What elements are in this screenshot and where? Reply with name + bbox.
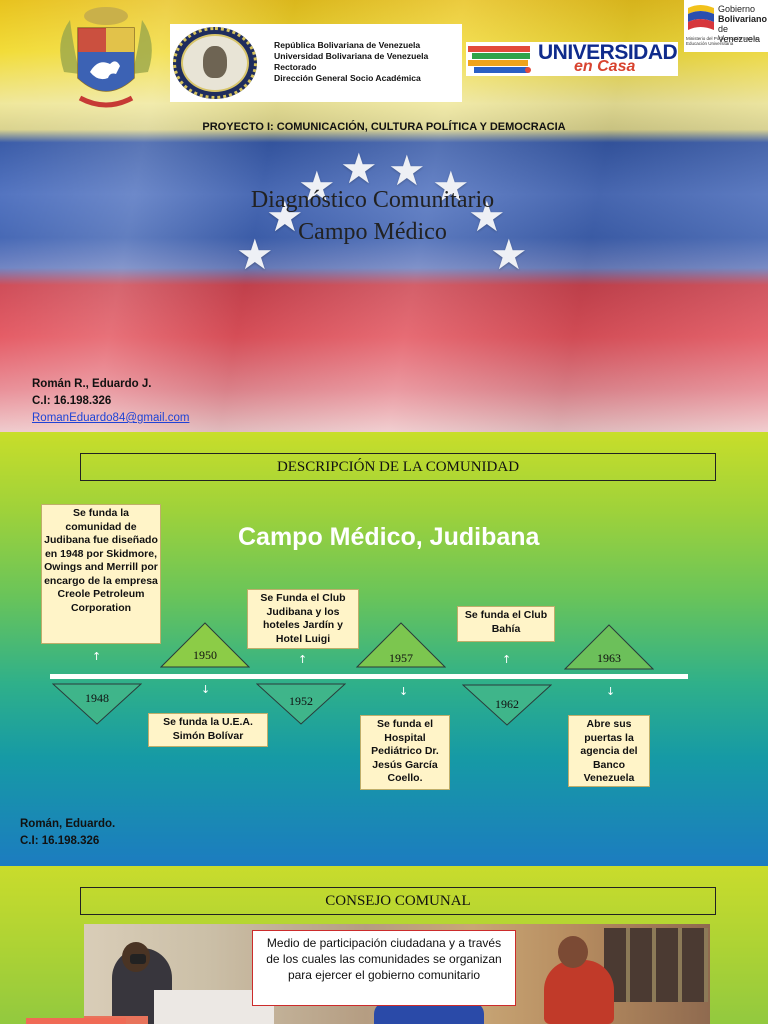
year-label: 1957 xyxy=(389,651,413,665)
slide-cover: República Bolivariana de Venezuela Unive… xyxy=(0,0,768,432)
gobierno-logo: Gobierno Bolivariano de Venezuela Minist… xyxy=(684,0,768,52)
arrow-down-icon: ↓ xyxy=(606,685,616,698)
author-block: Román R., Eduardo J. C.I: 16.198.326 Rom… xyxy=(32,376,189,427)
person-right-head xyxy=(558,936,588,968)
year-label: 1963 xyxy=(597,651,621,665)
star-icon: ★ xyxy=(490,230,528,279)
project-title: PROYECTO I: COMUNICACIÓN, CULTURA POLÍTI… xyxy=(202,121,566,133)
header-line: Universidad Bolivariana de Venezuela xyxy=(274,51,429,61)
flag-mark-icon xyxy=(688,5,714,30)
slide-community-description: DESCRIPCIÓN DE LA COMUNIDAD Campo Médico… xyxy=(0,432,768,866)
face-mask xyxy=(130,954,146,964)
star-icon: ★ xyxy=(388,146,426,195)
arrow-down-icon: ↓ xyxy=(201,683,211,696)
cover-title-line: Diagnóstico Comunitario xyxy=(250,187,495,213)
section-header: DESCRIPCIÓN DE LA COMUNIDAD xyxy=(80,453,716,481)
year-label: 1948 xyxy=(85,691,109,705)
person-center xyxy=(374,1002,484,1024)
slide-consejo-comunal: CONSEJO COMUNAL Medio de participación c… xyxy=(0,866,768,1024)
star-icon: ★ xyxy=(236,230,274,279)
year-marker-1948: 1948 xyxy=(52,683,142,725)
logo-word: UNIVERSIDAD xyxy=(538,41,678,64)
year-marker-1957: 1957 xyxy=(356,622,446,668)
author-name: Román, Eduardo. xyxy=(20,818,116,830)
event-1962-text: Se funda el Club Bahía xyxy=(457,606,555,642)
star-icon: ★ xyxy=(432,162,470,211)
year-marker-1962: 1962 xyxy=(462,684,552,726)
gob-line: de Venezuela xyxy=(718,24,761,44)
community-title: Campo Médico, Judibana xyxy=(238,523,540,551)
author-name: Román R., Eduardo J. xyxy=(32,378,152,390)
books-icon xyxy=(468,44,534,74)
author-ci: C.I: 16.198.326 xyxy=(32,395,112,407)
section-header: CONSEJO COMUNAL xyxy=(80,887,716,915)
coat-of-arms-icon xyxy=(50,2,162,120)
arrow-up-icon: ↑ xyxy=(298,653,308,666)
event-1957-text: Se funda el Hospital Pediátrico Dr. Jesú… xyxy=(360,715,450,790)
year-label: 1952 xyxy=(289,694,313,708)
gob-ministry: Ministerio del Poder Popular para la Edu… xyxy=(686,36,758,46)
event-1952-text: Se Funda el Club Judibana y los hoteles … xyxy=(247,589,359,649)
arrow-up-icon: ↑ xyxy=(92,650,102,663)
gob-line: Bolivariano xyxy=(718,14,768,24)
author-block: Román, Eduardo. C.I: 16.198.326 xyxy=(20,816,115,850)
wall-frames xyxy=(604,928,708,1002)
header-line: Dirección General Socio Académica xyxy=(274,73,421,83)
year-marker-1950: 1950 xyxy=(160,622,250,668)
year-label: 1962 xyxy=(495,697,519,711)
university-seal-icon xyxy=(173,27,257,99)
year-marker-1963: 1963 xyxy=(564,624,654,670)
institution-lines: República Bolivariana de Venezuela Unive… xyxy=(274,40,428,84)
cover-title: Diagnóstico Comunitario Campo Médico xyxy=(0,184,745,248)
gob-line: Gobierno xyxy=(718,4,756,14)
header-line: Rectorado xyxy=(274,62,317,72)
person-right xyxy=(544,960,614,1024)
definition-callout: Medio de participación ciudadana y a tra… xyxy=(252,930,516,1006)
event-1963-text: Abre sus puertas la agencia del Banco Ve… xyxy=(568,715,650,787)
year-label: 1950 xyxy=(193,648,217,662)
star-icon: ★ xyxy=(468,192,506,241)
arrow-up-icon: ↑ xyxy=(502,653,512,666)
cover-title-line: Campo Médico xyxy=(298,219,447,245)
arrow-down-icon: ↓ xyxy=(399,685,409,698)
bottom-strip xyxy=(26,1018,126,1024)
timeline-line xyxy=(50,674,688,679)
star-icon: ★ xyxy=(298,162,336,211)
gob-text: Gobierno Bolivariano de Venezuela xyxy=(718,4,768,44)
universidad-en-casa-logo: UNIVERSIDAD en Casa xyxy=(466,42,678,76)
star-icon: ★ xyxy=(340,144,378,193)
year-marker-1952: 1952 xyxy=(256,683,346,725)
author-ci: C.I: 16.198.326 xyxy=(20,835,100,847)
header-line: República Bolivariana de Venezuela xyxy=(274,40,421,50)
logo-sub: en Casa xyxy=(574,58,636,75)
star-icon: ★ xyxy=(266,192,304,241)
author-email-link[interactable]: RomanEduardo84@gmail.com xyxy=(32,412,190,424)
event-1950-text: Se funda la U.E.A. Simón Bolívar xyxy=(148,713,268,747)
event-1948-text: Se funda la comunidad de Judibana fue di… xyxy=(41,504,161,644)
institution-header: República Bolivariana de Venezuela Unive… xyxy=(170,24,462,102)
